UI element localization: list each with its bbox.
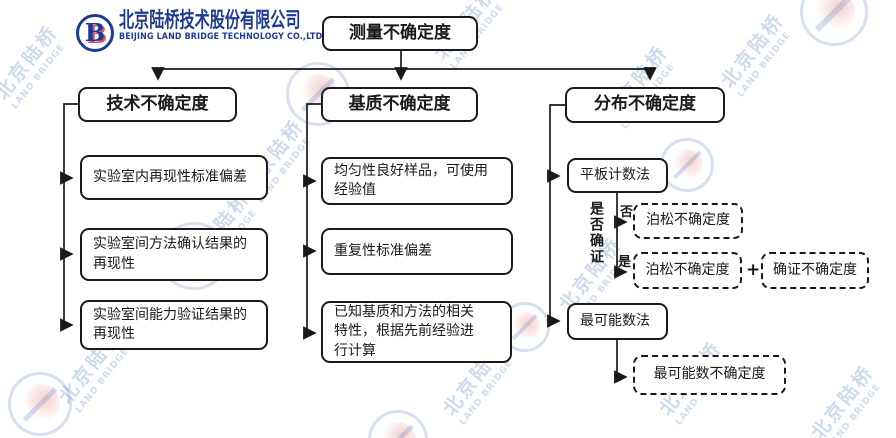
node-technical-uncertainty: 技术不确定度 — [78, 87, 237, 122]
node-intra-lab-reproducibility: 实验室内再现性标准偏差 — [80, 155, 268, 200]
connector-matrix-elbow — [306, 103, 321, 333]
logo-text: 北京陆桥技术股份有限公司 BEIJING LAND BRIDGE TECHNOL… — [119, 8, 371, 52]
label-no: 否 — [620, 205, 634, 220]
node-confirmation-uncertainty: 确证不确定度 — [761, 252, 869, 289]
label-yes: 是 — [618, 255, 632, 270]
label-decision-confirmed: 是否确证 — [588, 201, 604, 265]
node-homogeneous-sample: 均匀性良好样品，可使用 经验值 — [321, 157, 513, 205]
company-logo: B 北京陆桥技术股份有限公司 BEIJING LAND BRIDGE TECHN… — [76, 8, 371, 52]
node-repeatability-sd: 重复性标准偏差 — [321, 228, 513, 275]
company-name-en: BEIJING LAND BRIDGE TECHNOLOGY CO.,LTD — [119, 32, 323, 43]
connector-technical-elbow — [63, 103, 78, 325]
node-interlab-method-validation: 实验室间方法确认结果的 再现性 — [80, 228, 268, 281]
node-interlab-proficiency: 实验室间能力验证结果的 再现性 — [80, 300, 268, 350]
plus-sign: + — [746, 260, 761, 280]
node-plate-count-method: 平板计数法 — [567, 158, 668, 193]
node-matrix-uncertainty: 基质不确定度 — [321, 87, 478, 122]
logo-b-icon: B — [76, 14, 114, 52]
company-name-cn: 北京陆桥技术股份有限公司 — [119, 8, 301, 32]
node-mpn-method: 最可能数法 — [567, 303, 668, 340]
node-known-matrix-method: 已知基质和方法的相关 特性，根据先前经验进 行计算 — [321, 301, 512, 363]
node-distribution-uncertainty: 分布不确定度 — [565, 87, 725, 123]
connector-distribution-elbow — [549, 104, 565, 321]
node-poisson-uncertainty-yes: 泊松不确定度 — [633, 252, 742, 289]
node-measurement-uncertainty: 测量不确定度 — [322, 16, 478, 51]
node-mpn-uncertainty: 最可能数不确定度 — [633, 355, 786, 395]
node-poisson-uncertainty-no: 泊松不确定度 — [633, 203, 743, 239]
